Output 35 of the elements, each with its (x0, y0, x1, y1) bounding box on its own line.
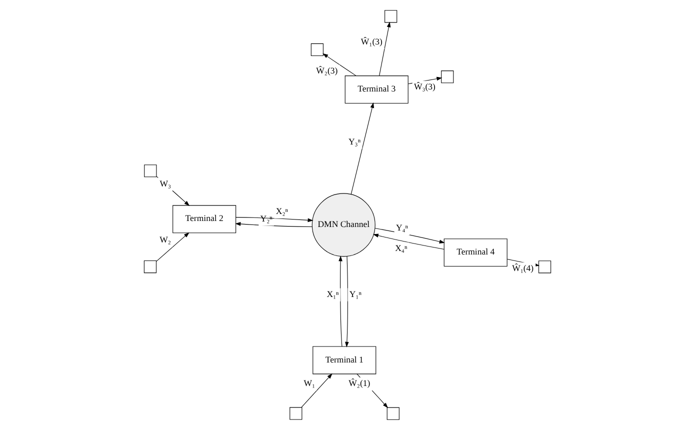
arrow (350, 102, 374, 194)
node-box: Terminal 2 (172, 205, 236, 234)
arrow (338, 256, 342, 347)
edge-label: Ŵ₃(3) (414, 82, 436, 92)
arrow (235, 222, 312, 228)
node-circle: DMN Channel (312, 193, 376, 257)
node-box (144, 164, 157, 178)
node-box: Terminal 4 (444, 238, 508, 267)
node-box (538, 260, 552, 274)
node-box: Terminal 3 (344, 76, 408, 104)
node-box (384, 10, 398, 23)
arrow (345, 256, 349, 348)
edge-label: Ŵ₁(4) (512, 263, 534, 274)
edge-label: Ŵ₁(3) (360, 36, 382, 47)
arrow (372, 234, 444, 250)
node-box: Terminal 1 (312, 346, 376, 374)
node-box (441, 70, 454, 84)
node-box (290, 407, 302, 420)
node-box (310, 43, 324, 56)
node-box (386, 407, 400, 420)
edge-label: X₂ⁿ (276, 206, 288, 216)
edge-label: Y₃ⁿ (348, 136, 361, 146)
arrow (322, 53, 356, 76)
edge-label: X₁ⁿ (326, 288, 339, 299)
node-box (144, 260, 157, 274)
arrow (379, 22, 391, 76)
edge-label: Ŵ₂(3) (316, 65, 338, 76)
edge-label: W₁ (304, 378, 316, 388)
edge-label: Ŵ₂(1) (348, 378, 370, 388)
edge-label: W₂ (160, 234, 171, 245)
edge-label: Y₄ⁿ (396, 222, 408, 232)
edge-label: W₃ (160, 178, 172, 188)
edge-label: X₄ⁿ (395, 243, 408, 254)
arrow (374, 228, 445, 244)
edge-label: Y₁ⁿ (349, 288, 362, 299)
